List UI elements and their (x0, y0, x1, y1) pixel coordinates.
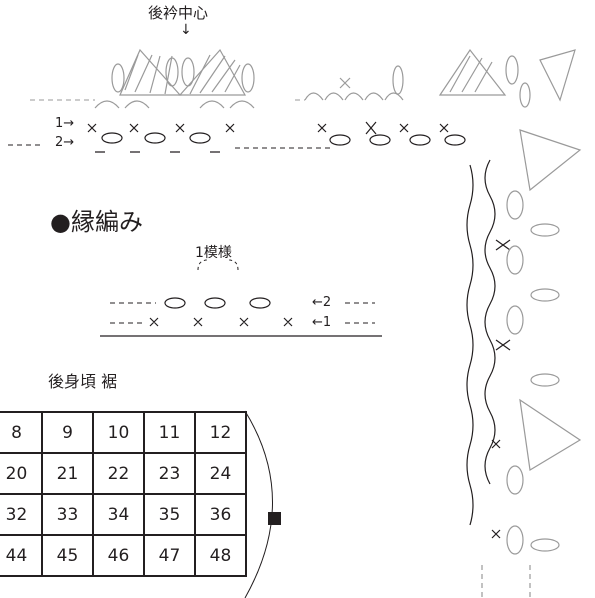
grid-row: 44 45 46 47 48 (0, 534, 247, 577)
grid-cell: 20 (0, 452, 43, 495)
grid-cell: 22 (92, 452, 145, 495)
grid-cell: 45 (41, 534, 94, 577)
grid-cell: 44 (0, 534, 43, 577)
row2-right-label: ←2 (312, 295, 332, 310)
grid-side-arc (244, 410, 281, 598)
grid-cell: 10 (92, 411, 145, 454)
grid-row: 8 9 10 11 12 (0, 411, 247, 454)
grid-cell: 11 (143, 411, 196, 454)
grid-cell: 23 (143, 452, 196, 495)
grid-row: 20 21 22 23 24 (0, 452, 247, 495)
grid-cell: 8 (0, 411, 43, 454)
grid-cell: 46 (92, 534, 145, 577)
right-top-dark-row (317, 121, 466, 146)
grid-cell: 32 (0, 493, 43, 536)
square-marker (268, 512, 281, 525)
row1-left-label: 1→ (55, 116, 75, 131)
right-column-dark (466, 159, 511, 539)
down-arrow-icon: ↓ (180, 22, 192, 38)
right-top-stitches (304, 48, 576, 108)
grid-cell: 12 (194, 411, 247, 454)
grid-cell: 34 (92, 493, 145, 536)
pattern-repeat-label: 1模様 (195, 245, 232, 261)
collar-center-fans (94, 48, 255, 109)
grid-cell: 48 (194, 534, 247, 577)
stitch-number-grid: 8 9 10 11 12 20 21 22 23 24 32 33 34 35 … (0, 411, 247, 577)
grid-cell: 47 (143, 534, 196, 577)
pattern-sample (100, 259, 382, 337)
back-collar-center-label: 後衿中心 (148, 4, 209, 22)
grid-cell: 33 (41, 493, 94, 536)
section-title: ●縁編み (50, 208, 143, 236)
grid-cell: 24 (194, 452, 247, 495)
row1-right-label: ←1 (312, 315, 332, 330)
grid-cell: 9 (41, 411, 94, 454)
grid-cell: 21 (41, 452, 94, 495)
right-column-fans (481, 129, 582, 598)
left-lower-row (87, 123, 235, 153)
row2-left-label: 2→ (55, 135, 75, 150)
grid-row: 32 33 34 35 36 (0, 493, 247, 536)
chart-title: 後身頃 裾 (48, 372, 118, 391)
grid-cell: 35 (143, 493, 196, 536)
top-dashed-guides (8, 99, 330, 149)
grid-cell: 36 (194, 493, 247, 536)
